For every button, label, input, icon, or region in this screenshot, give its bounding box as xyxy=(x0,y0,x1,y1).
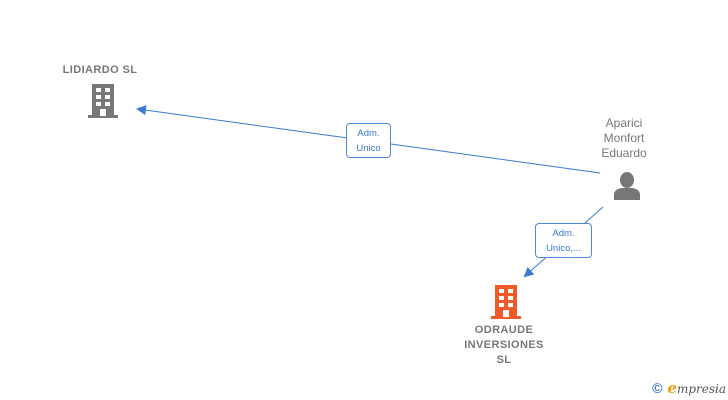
footer-branding: © empresia xyxy=(652,379,726,397)
person-node-label[interactable]: Aparici Monfort Eduardo xyxy=(584,116,664,161)
edge-label-adm-unico-more[interactable]: Adm. Unico,... xyxy=(535,223,592,258)
company-node-label-lidiardo[interactable]: LIDIARDO SL xyxy=(62,64,138,76)
edge-label-line-2: Unico xyxy=(356,143,381,154)
brand-initial: e xyxy=(667,379,677,397)
person-icon[interactable] xyxy=(612,171,642,201)
edge-label-line-2: Unico,... xyxy=(546,243,581,254)
edge-label-adm-unico[interactable]: Adm. Unico xyxy=(346,123,391,158)
person-name-line-3: Eduardo xyxy=(601,146,647,160)
brand-name: mpresia xyxy=(676,382,726,396)
person-name-line-1: Aparici xyxy=(605,116,643,130)
company-node-label-odraude[interactable]: ODRAUDE INVERSIONES SL xyxy=(444,323,564,368)
company-name-line-2: INVERSIONES xyxy=(464,339,544,351)
edge-label-line-1: Adm. xyxy=(552,228,575,239)
building-icon[interactable] xyxy=(86,84,120,118)
company-name-line-3: SL xyxy=(496,354,512,366)
person-name-line-2: Monfort xyxy=(603,131,645,145)
empresia-logo[interactable]: empresia xyxy=(667,379,726,397)
company-name-line-1: ODRAUDE xyxy=(474,324,534,336)
copyright-icon: © xyxy=(652,380,663,396)
building-icon-highlighted[interactable] xyxy=(489,285,523,319)
edge-label-line-1: Adm. xyxy=(357,128,380,139)
